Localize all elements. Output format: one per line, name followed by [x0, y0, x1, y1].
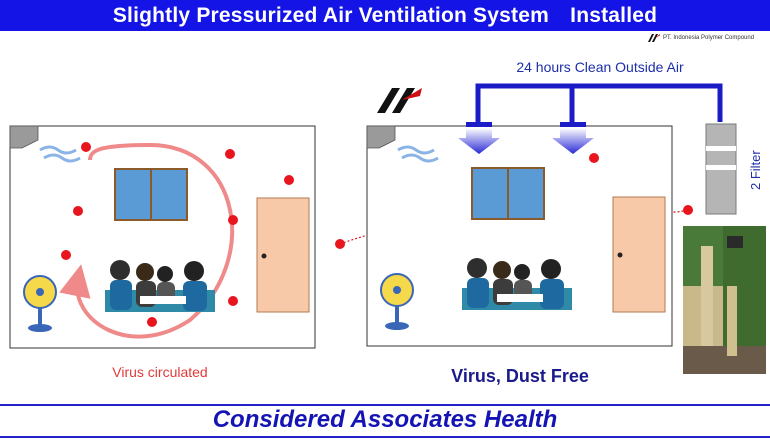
room-left [9, 125, 316, 349]
clean-air-label: 24 hours Clean Outside Air [516, 59, 684, 75]
fan-icon [23, 275, 57, 332]
company-credit: PT. Indonesia Polymer Compound [648, 34, 754, 42]
caption-virus-circulated: Virus circulated [112, 364, 208, 380]
page-title: Slightly Pressurized Air Ventilation Sys… [0, 0, 770, 31]
filter-unit [705, 123, 737, 215]
footer-divider-top [0, 404, 770, 406]
air-duct [475, 83, 723, 122]
virus-icon [225, 149, 235, 159]
fan-icon [380, 273, 414, 330]
air-down-arrow-icon [458, 128, 500, 154]
virus-icon [147, 317, 157, 327]
virus-icon [73, 206, 83, 216]
footer-slogan: Considered Associates Health [212, 406, 558, 433]
virus-icon [589, 153, 599, 163]
duct-outlet [466, 122, 492, 127]
virus-icon [81, 142, 91, 152]
door-icon [256, 197, 310, 313]
company-logo-icon [377, 88, 422, 113]
meeting-people-icon [105, 260, 215, 312]
air-down-arrow-icon [552, 128, 594, 154]
window-icon [471, 167, 545, 220]
caption-virus-dust-free: Virus, Dust Free [451, 366, 589, 386]
virus-icon [228, 215, 238, 225]
virus-markers-left [61, 142, 294, 327]
air-conditioner-icon [9, 125, 81, 163]
company-name: PT. Indonesia Polymer Compound [663, 35, 755, 41]
duct-outlet [560, 122, 586, 127]
footer-divider-bottom [0, 436, 770, 438]
company-logo-icon [648, 34, 660, 42]
air-conditioner-icon [366, 125, 439, 163]
installed-unit-photo [683, 226, 766, 374]
virus-icon [228, 296, 238, 306]
filter-label: 2 Filter [748, 150, 763, 190]
door-icon [612, 196, 666, 313]
virus-icon [61, 250, 71, 260]
virus-icon [683, 205, 693, 215]
meeting-people-icon [462, 258, 572, 310]
room-right [366, 125, 673, 347]
virus-icon [284, 175, 294, 185]
window-icon [114, 168, 188, 221]
